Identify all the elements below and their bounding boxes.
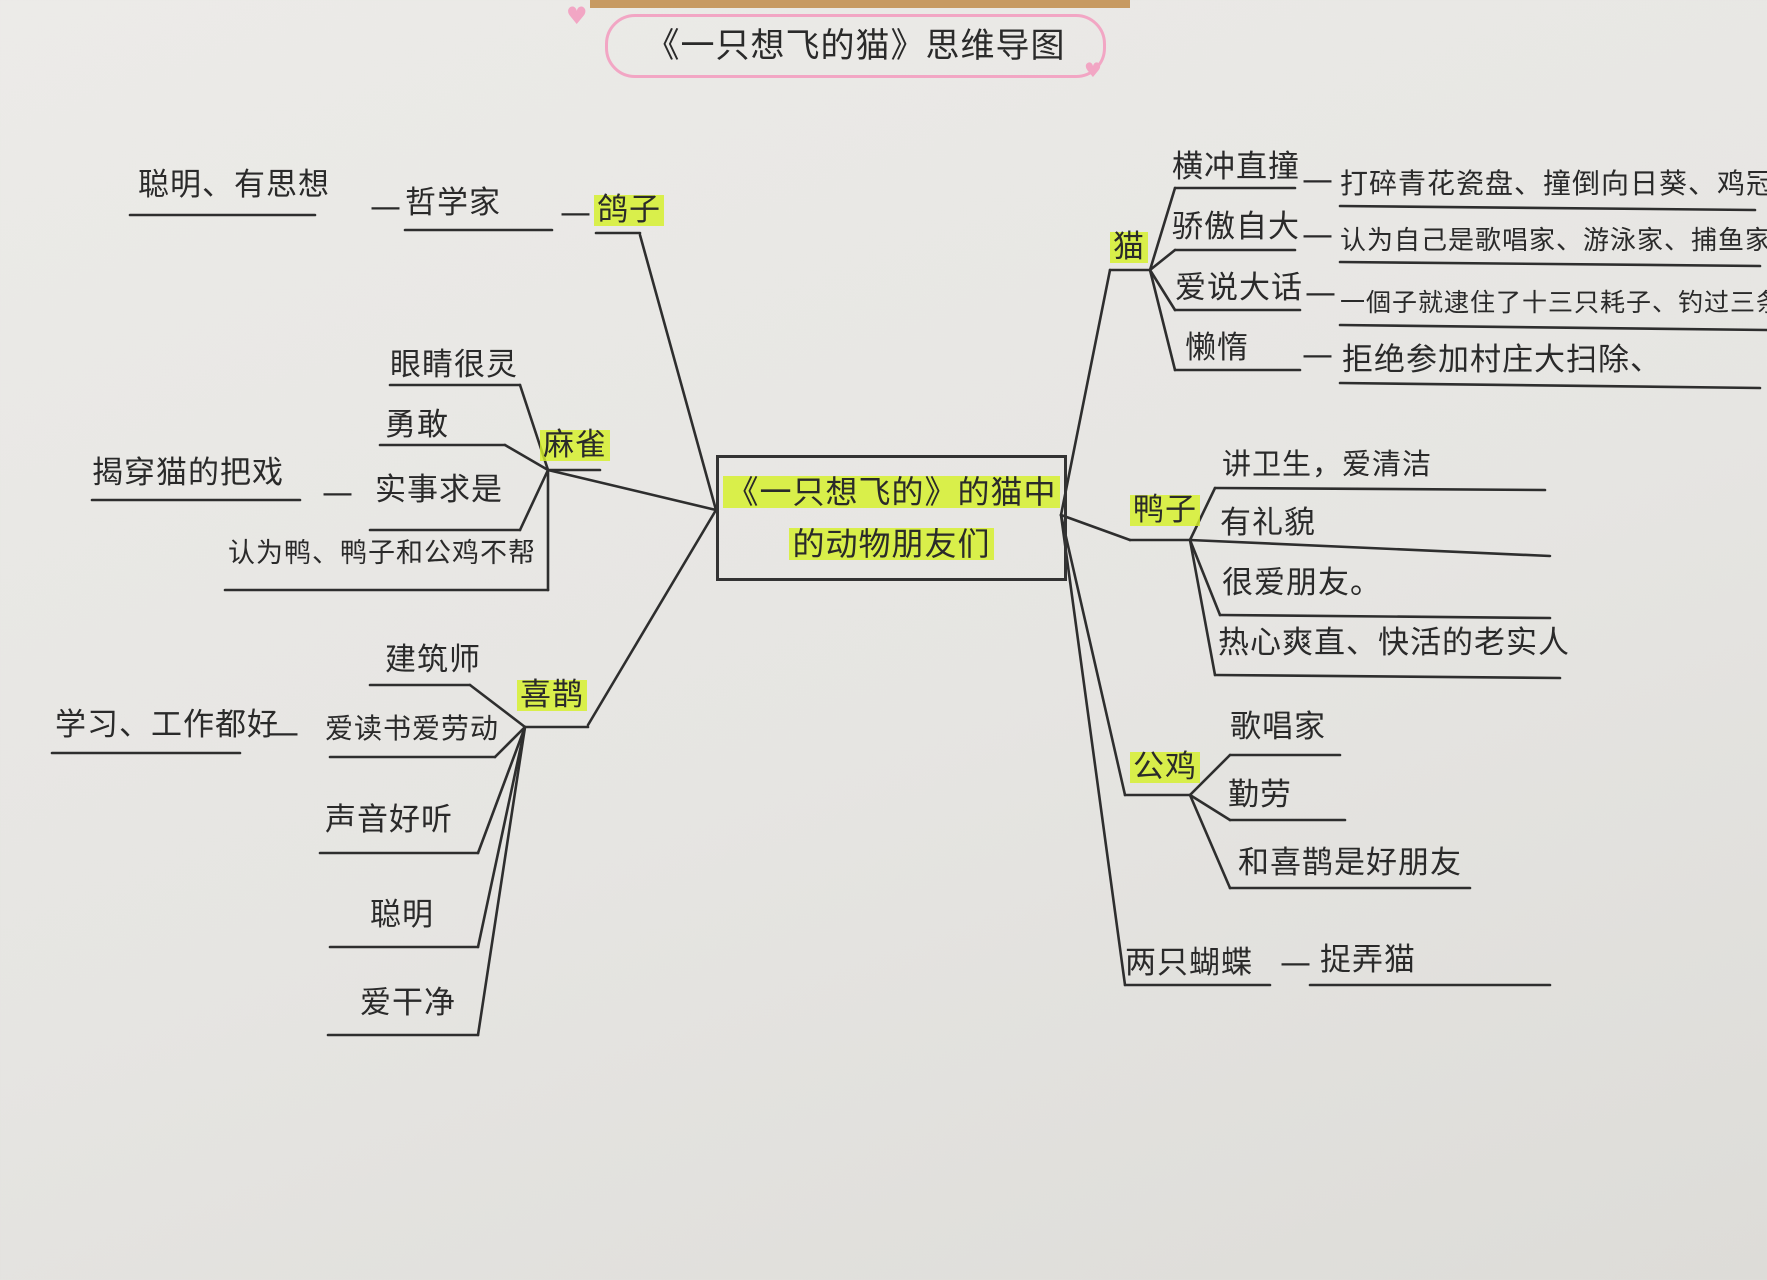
node-maque[interactable]: 麻雀 (540, 430, 610, 461)
node-mao-trait[interactable]: 骄傲自大 (1172, 209, 1300, 245)
node-hudie-detail[interactable]: 捉弄猫 (1320, 942, 1416, 978)
node-xique-item[interactable]: 建筑师 (385, 642, 481, 678)
node-gezi-role[interactable]: 哲学家 (405, 185, 501, 221)
dash: — (1302, 217, 1334, 253)
title-frame: 《一只想飞的猫》思维导图 (605, 14, 1106, 78)
node-yazi-item[interactable]: 热心爽直、快活的老实人 (1218, 625, 1570, 661)
dash: — (1302, 162, 1334, 198)
node-yazi-item[interactable]: 有礼貌 (1220, 505, 1316, 541)
heart-doodle-icon: ♥ (566, 2, 588, 30)
node-xique[interactable]: 喜鹊 (517, 680, 587, 711)
node-xique-item[interactable]: 声音好听 (325, 802, 453, 838)
desk-edge (590, 0, 1130, 8)
node-gongji[interactable]: 公鸡 (1130, 752, 1200, 783)
node-yazi-item[interactable]: 很爱朋友。 (1222, 565, 1382, 601)
dash: — (1280, 945, 1312, 981)
node-gongji-item[interactable]: 和喜鹊是好朋友 (1238, 845, 1462, 881)
node-maque-item[interactable]: 勇敢 (385, 407, 449, 443)
node-mao-detail[interactable]: 一個子就逮住了十三只耗子、钓过三条鲤鱼 (1340, 288, 1767, 317)
node-xique-item[interactable]: 爱干净 (360, 985, 456, 1021)
central-node-line2: 的动物朋友们 (789, 528, 994, 560)
node-yazi-item[interactable]: 讲卫生，爱清洁 (1222, 447, 1433, 481)
node-gezi-trait[interactable]: 聪明、有思想 (138, 167, 330, 203)
node-maque-item[interactable]: 眼睛很灵 (390, 347, 518, 383)
node-mao-trait[interactable]: 横冲直撞 (1172, 149, 1300, 185)
node-yazi[interactable]: 鸭子 (1130, 495, 1200, 526)
node-xique-item[interactable]: 聪明 (370, 897, 434, 933)
node-mao-detail[interactable]: 拒绝参加村庄大扫除、 (1342, 342, 1662, 378)
dash: — (560, 195, 592, 231)
node-gezi[interactable]: 鸽子 (594, 195, 664, 226)
node-maque-item[interactable]: 实事求是 (375, 472, 503, 508)
page-title: 《一只想飞的猫》思维导图 (645, 26, 1066, 66)
node-xique-detail[interactable]: 学习、工作都好 (55, 707, 279, 743)
node-mao[interactable]: 猫 (1110, 232, 1148, 263)
dash: — (370, 189, 402, 225)
node-mao-detail[interactable]: 认为自己是歌唱家、游泳家、捕鱼家、会飞 (1340, 226, 1767, 256)
node-mao-detail[interactable]: 打碎青花瓷盘、撞倒向日葵、鸡冠花 (1340, 167, 1767, 200)
node-mao-trait[interactable]: 懒惰 (1185, 330, 1249, 366)
node-mao-trait[interactable]: 爱说大话 (1175, 270, 1303, 306)
node-xique-item[interactable]: 爱读书爱劳动 (325, 712, 500, 745)
node-gongji-item[interactable]: 勤劳 (1228, 777, 1292, 813)
node-hudie[interactable]: 两只蝴蝶 (1125, 945, 1253, 981)
dash: — (268, 715, 300, 751)
node-maque-detail[interactable]: 揭穿猫的把戏 (92, 455, 284, 491)
dash: — (322, 475, 354, 511)
central-node-line1: 《一只想飞的》的猫中 (723, 476, 1060, 508)
dash: — (1302, 337, 1334, 373)
node-maque-item[interactable]: 认为鸭、鸭子和公鸡不帮 (228, 538, 536, 569)
node-gongji-item[interactable]: 歌唱家 (1230, 709, 1326, 745)
dash: — (1305, 275, 1337, 311)
central-node[interactable]: 《一只想飞的》的猫中 的动物朋友们 (716, 455, 1067, 581)
